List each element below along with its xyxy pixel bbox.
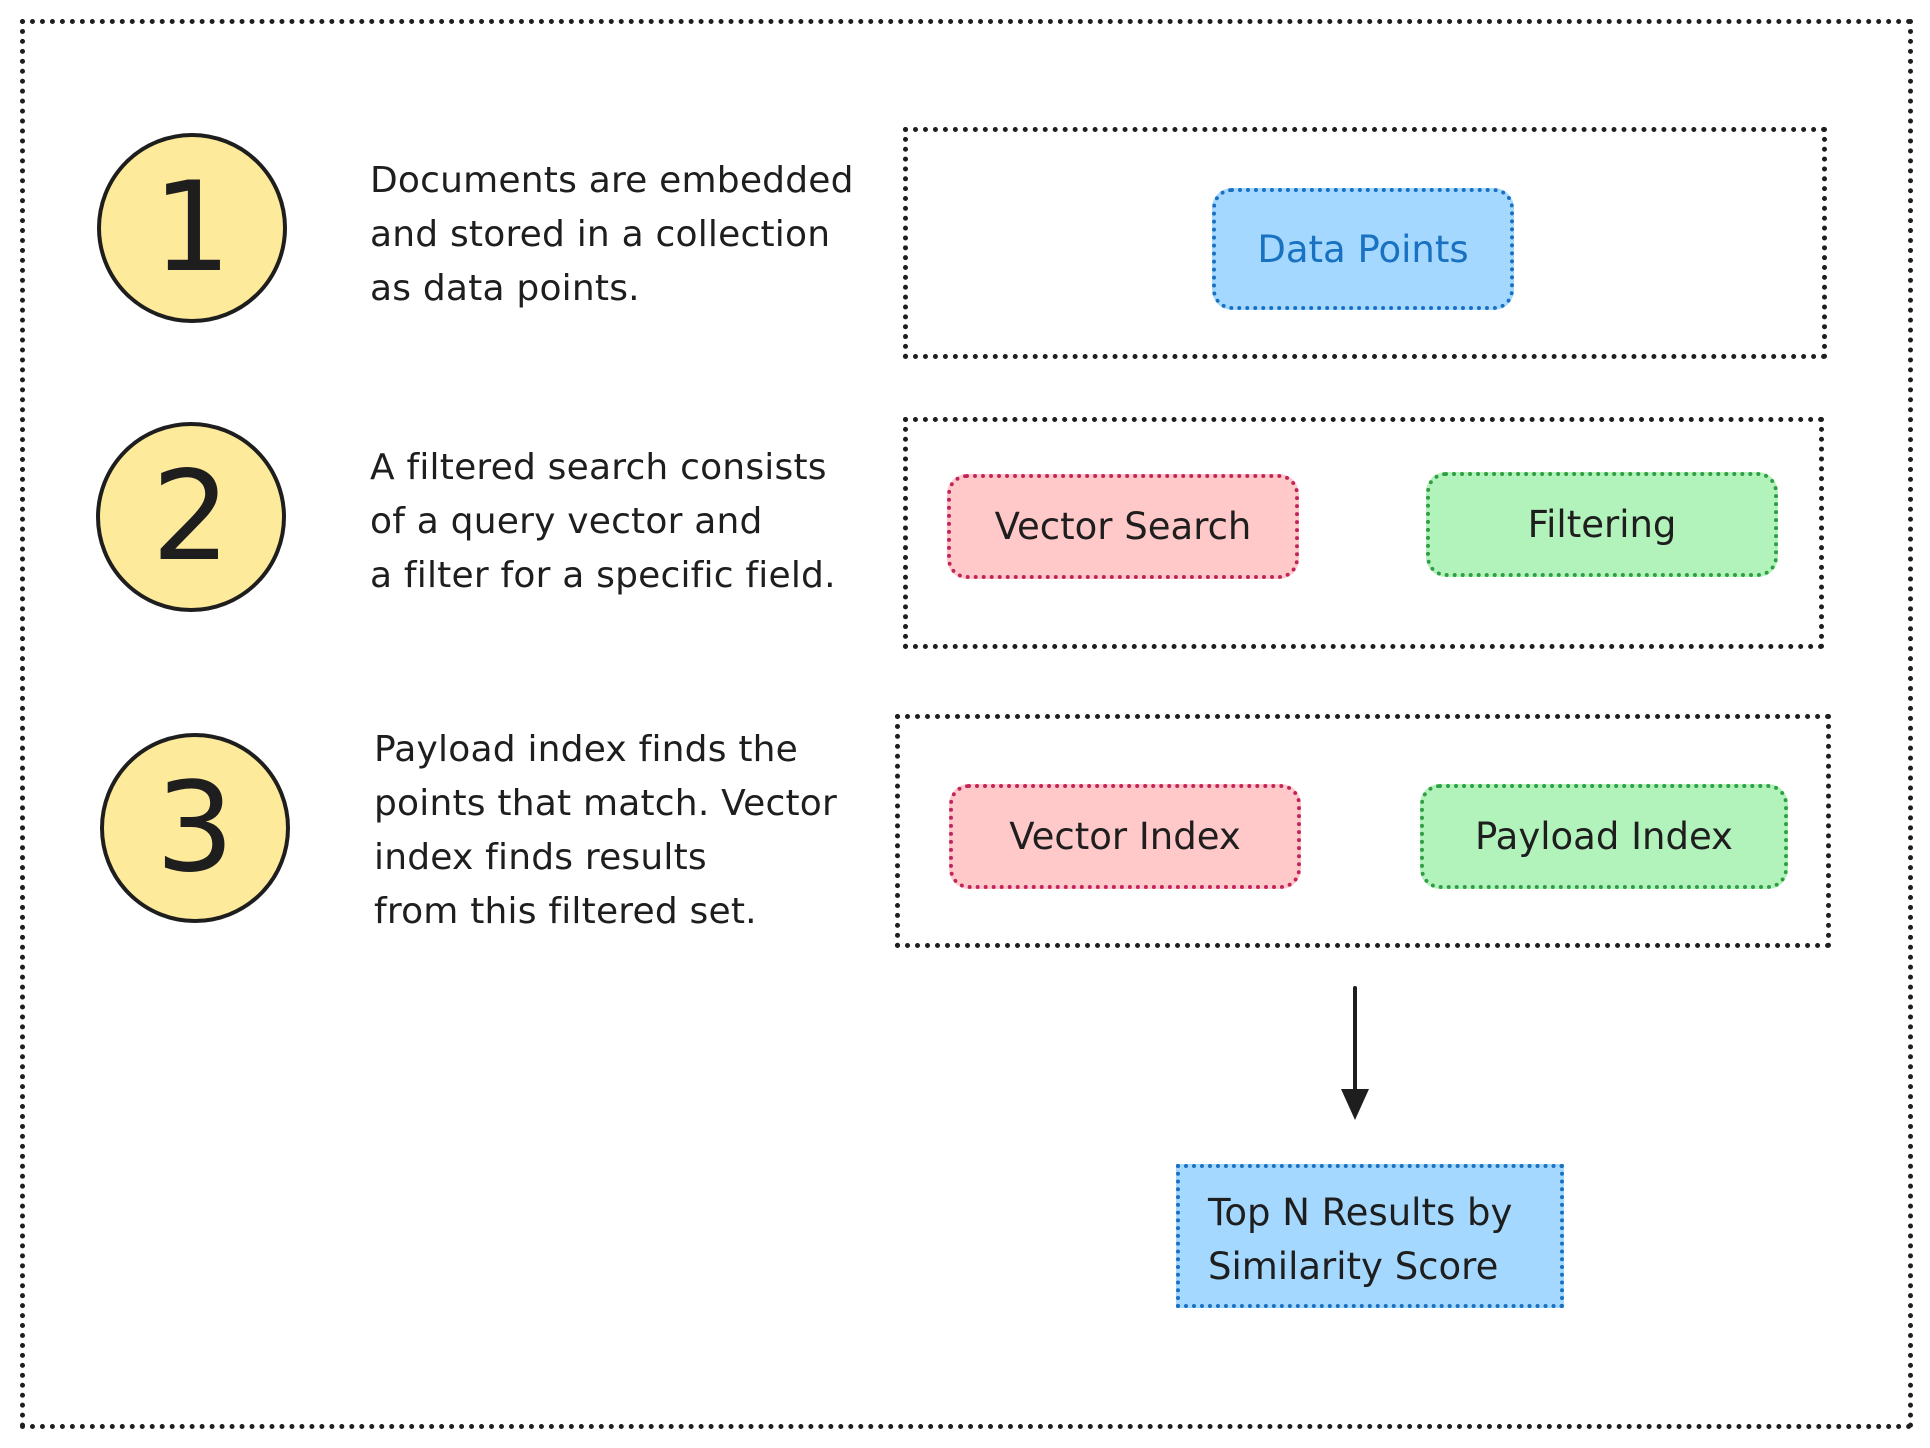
step-2-description: A filtered search consists of a query ve… xyxy=(370,447,836,596)
step-1-circle: 1 xyxy=(97,133,287,323)
payload-index-label: Payload Index xyxy=(1475,815,1733,858)
filtering-node: Filtering xyxy=(1426,472,1778,577)
payload-index-node: Payload Index xyxy=(1420,784,1788,889)
search-group xyxy=(903,417,1824,649)
vector-search-label: Vector Search xyxy=(994,505,1252,548)
vector-index-node: Vector Index xyxy=(949,784,1301,889)
step-2-circle: 2 xyxy=(96,422,286,612)
vector-index-label: Vector Index xyxy=(1009,815,1241,858)
step-3-description: Payload index finds the points that matc… xyxy=(374,729,838,932)
data-points-node: Data Points xyxy=(1212,188,1514,310)
step-1-description: Documents are embedded and stored in a c… xyxy=(370,160,854,309)
diagram-frame xyxy=(20,19,1913,1429)
index-group xyxy=(895,714,1831,948)
step-3-number: 3 xyxy=(155,756,235,900)
data-points-group xyxy=(903,127,1827,359)
filtering-label: Filtering xyxy=(1527,503,1677,546)
down-arrow-icon xyxy=(1341,986,1369,1120)
step-2-number: 2 xyxy=(151,445,231,589)
data-points-label: Data Points xyxy=(1257,227,1469,271)
step-1-number: 1 xyxy=(152,156,232,300)
step-3-circle: 3 xyxy=(100,733,290,923)
top-results-node: Top N Results by Similarity Score xyxy=(1176,1164,1564,1308)
vector-search-node: Vector Search xyxy=(947,474,1299,579)
